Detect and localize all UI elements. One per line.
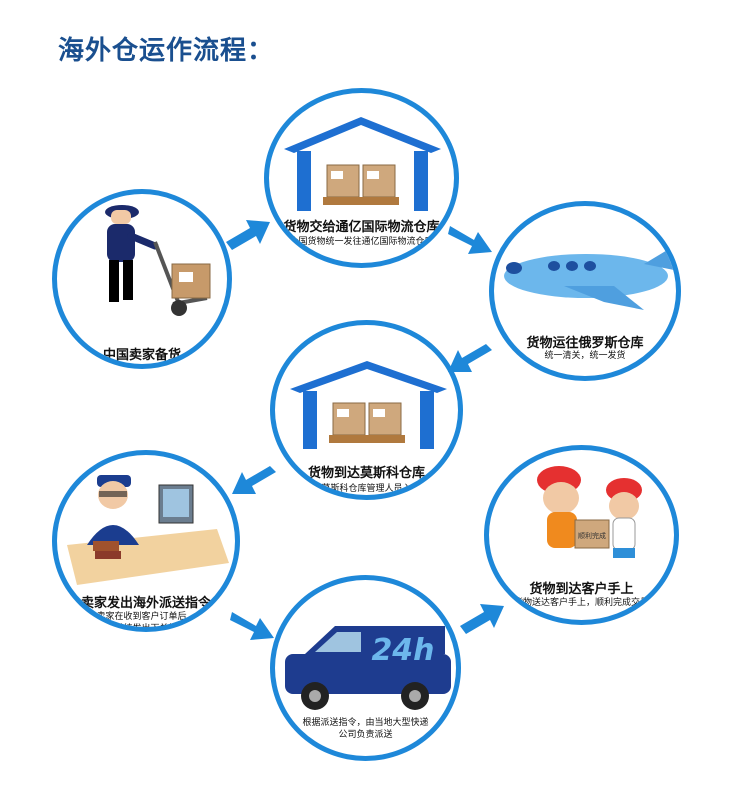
box-label-text: 顺利完成	[578, 531, 606, 540]
arrow-step3-to-step4-icon	[448, 344, 492, 372]
step-sublabel: 货物送达客户手上，顺利完成交易	[513, 598, 649, 608]
step-circle-dispatch-order: 卖家发出海外派送指令 卖家在收到客户订单后， 在系统发出下单指定	[52, 450, 240, 632]
step-label: 货物到达莫斯科仓库	[307, 466, 425, 481]
step-sublabel-line2: 公司负责派送	[338, 730, 393, 740]
seller-at-desk-illustration	[67, 475, 229, 585]
van-24h-text: 24h	[371, 633, 434, 668]
step-circle-delivered-to-customer: 顺利完成 货物到达客户手上 货物送达客户手上，顺利完成交易	[484, 445, 679, 625]
arrow-step1-to-step2-icon	[226, 220, 270, 250]
airplane-illustration	[504, 246, 674, 310]
step-sublabel: 由莫斯科仓库管理人员入库	[312, 484, 421, 494]
step-sublabel-line1: 根据派送指令，由当地大型快递	[302, 718, 429, 728]
step-circle-local-delivery: 24h 根据派送指令，由当地大型快递 公司负责派送	[270, 575, 461, 761]
step-circle-tongyi-warehouse: 货物交给通亿国际物流仓库 全国货物统一发往通亿国际物流仓库	[264, 88, 459, 268]
arrow-step4-to-step5-icon	[232, 466, 276, 494]
warehouse-illustration	[284, 117, 441, 211]
arrow-step6-to-step7-icon	[460, 604, 504, 634]
page-title: 海外仓运作流程：	[58, 36, 275, 66]
step-circle-moscow-warehouse: 货物到达莫斯科仓库 由莫斯科仓库管理人员入库	[270, 320, 463, 500]
step-label: 中国卖家备货	[102, 348, 181, 363]
warehouse-illustration	[290, 361, 447, 449]
step-label: 货物运往俄罗斯仓库	[526, 336, 644, 351]
delivery-van-illustration: 24h	[285, 626, 451, 710]
step-label: 货物交给通亿国际物流仓库	[283, 220, 440, 235]
worker-with-handtruck-illustration	[105, 205, 211, 316]
happy-customers-illustration: 顺利完成	[537, 466, 642, 558]
step-circle-ship-to-russia: 货物运往俄罗斯仓库 统一清关，统一发货	[489, 201, 681, 381]
step-label: 货物到达客户手上	[529, 582, 634, 597]
arrow-step2-to-step3-icon	[448, 226, 492, 254]
step-sublabel: 统一清关，统一发货	[544, 351, 626, 361]
arrow-step5-to-step6-icon	[230, 612, 274, 640]
step-sublabel-line2: 在系统发出下单指定	[105, 624, 187, 632]
step-sublabel-line1: 卖家在收到客户订单后，	[96, 612, 196, 622]
step-circle-seller-prep: 中国卖家备货	[52, 189, 232, 369]
step-sublabel: 全国货物统一发往通亿国际物流仓库	[289, 237, 434, 247]
step-label: 卖家发出海外派送指令	[80, 596, 211, 611]
